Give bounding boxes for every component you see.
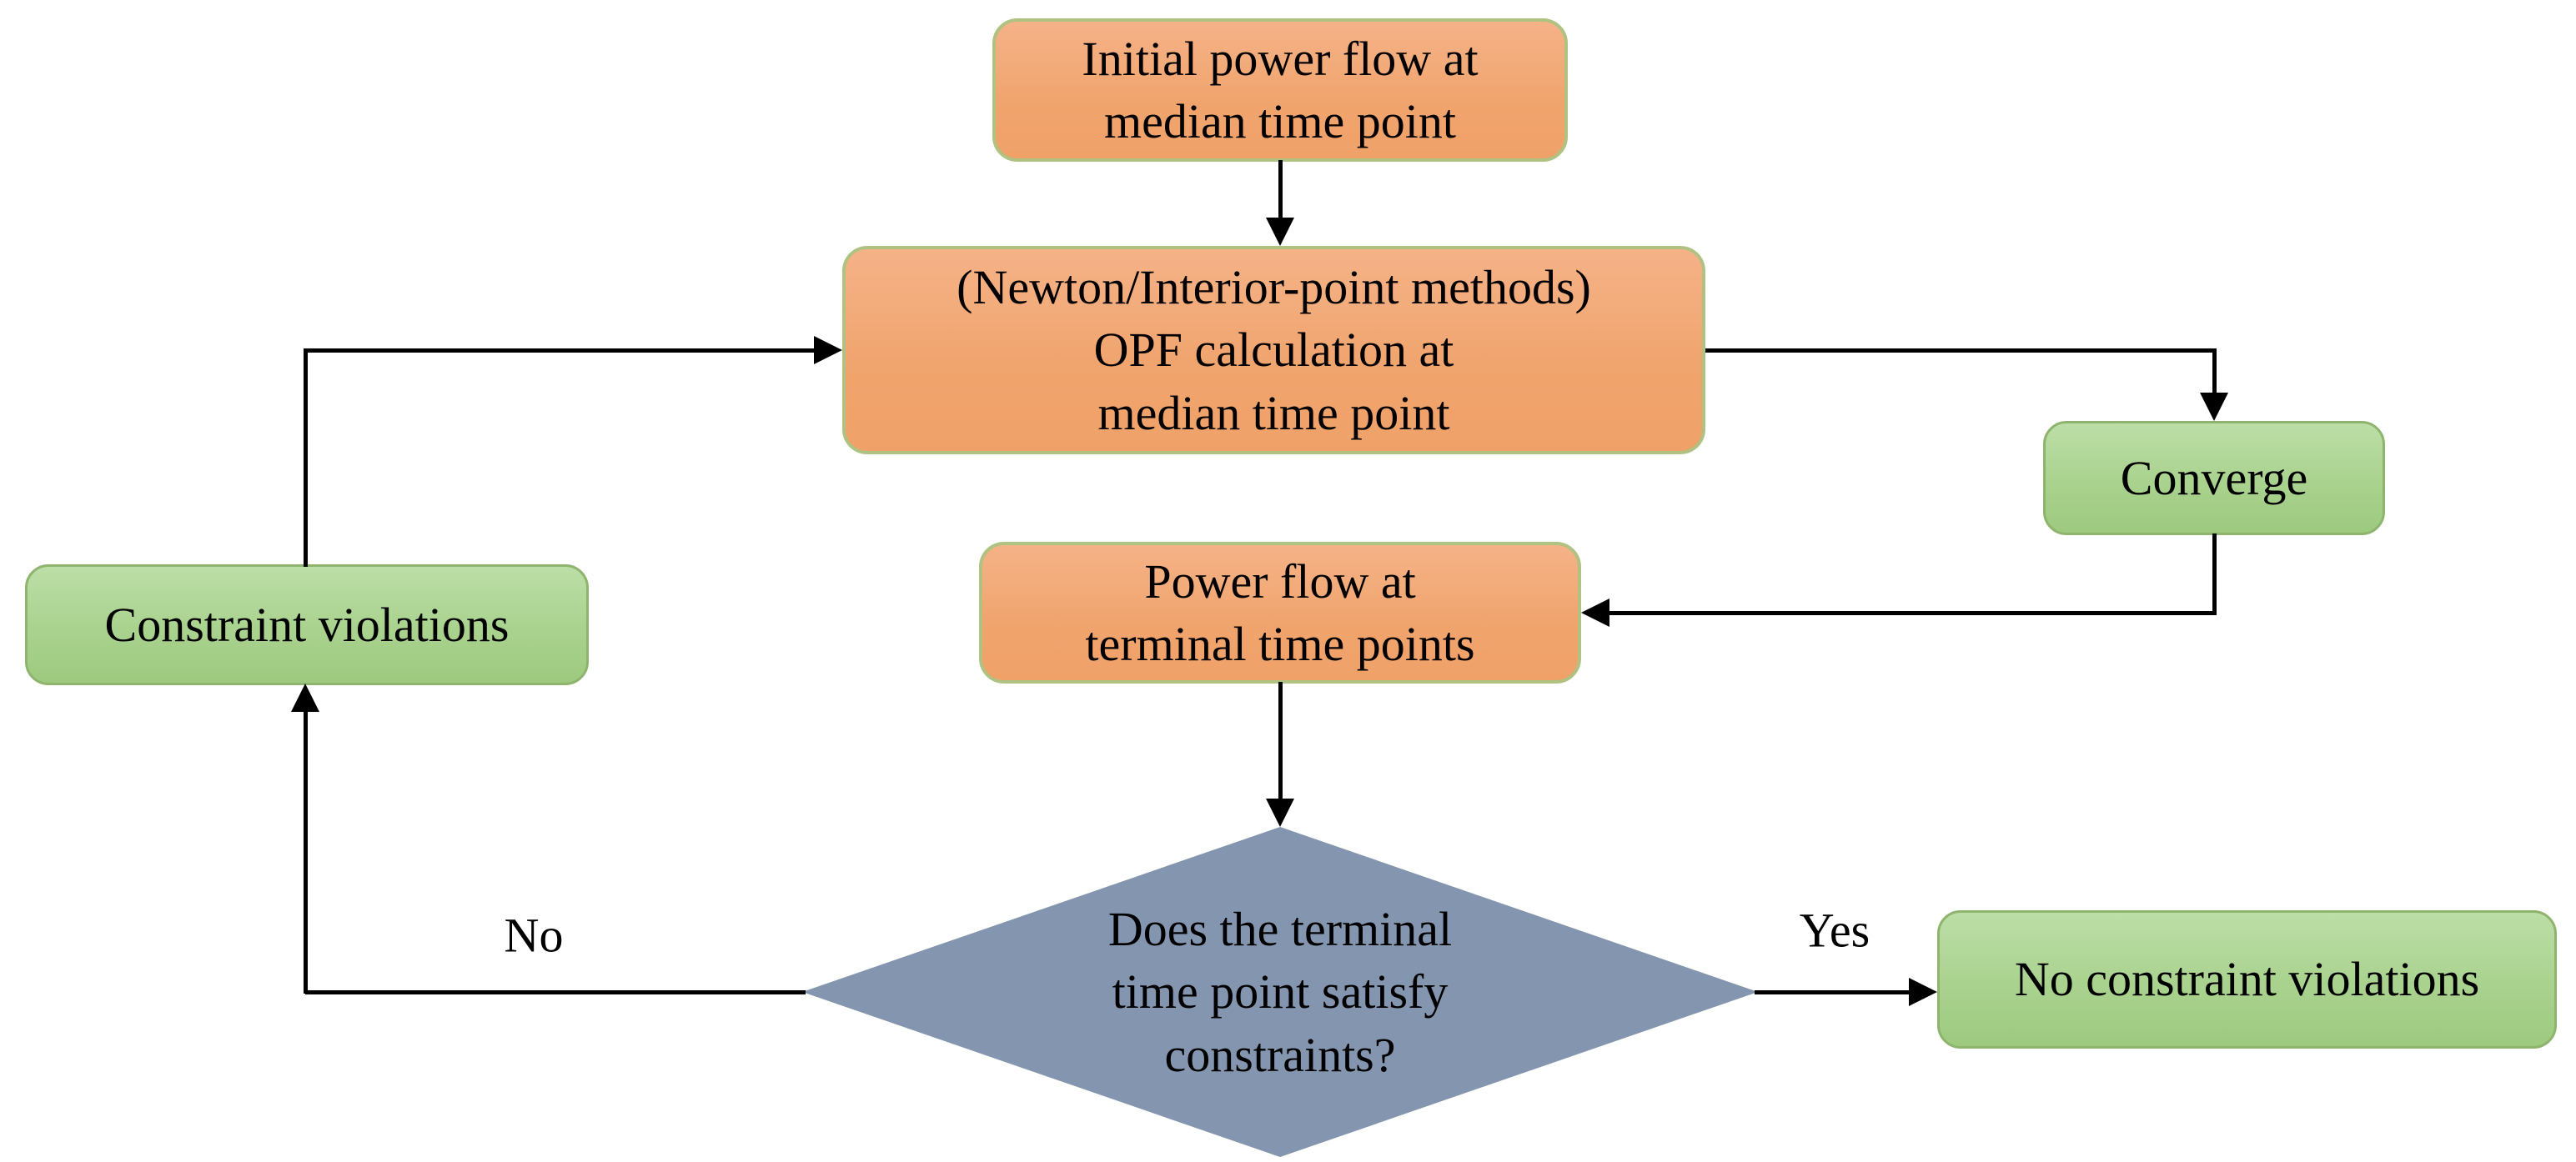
- connector-opf-to-converge-v: [2212, 348, 2217, 394]
- connector-opf-to-converge-h: [1705, 348, 2216, 353]
- edge-label-yes: Yes: [1799, 903, 1870, 958]
- arrow-up-icon: [291, 684, 319, 712]
- connector-initial-to-opf: [1278, 160, 1283, 220]
- node-power-flow-terminal: Power flow at terminal time points: [979, 542, 1581, 684]
- connector-decision-to-ncv: [1755, 990, 1911, 994]
- node-converge: Converge: [2043, 421, 2385, 535]
- arrow-down-icon: [1266, 218, 1294, 246]
- node-opf-calculation-label: (Newton/Interior-point methods) OPF calc…: [957, 259, 1591, 440]
- node-initial-power-flow: Initial power flow at median time point: [992, 18, 1568, 162]
- arrow-down-icon: [2200, 393, 2228, 421]
- node-converge-label: Converge: [2120, 450, 2308, 505]
- connector-decision-to-cv-h: [305, 990, 806, 994]
- arrow-right-icon: [1909, 978, 1937, 1006]
- connector-converge-to-power-v: [2212, 533, 2217, 613]
- node-power-flow-terminal-label: Power flow at terminal time points: [1085, 553, 1475, 671]
- edge-label-no: No: [504, 908, 564, 963]
- connector-converge-to-power-h: [1608, 611, 2217, 615]
- node-constraint-violations: Constraint violations: [25, 564, 589, 685]
- node-decision-satisfy-constraints: Does the terminal time point satisfy con…: [802, 827, 1758, 1157]
- node-initial-power-flow-label: Initial power flow at median time point: [1082, 31, 1479, 148]
- connector-power-to-decision: [1278, 682, 1283, 800]
- connector-decision-to-cv-v: [304, 710, 308, 994]
- node-decision-satisfy-constraints-label: Does the terminal time point satisfy con…: [1107, 901, 1453, 1082]
- node-no-constraint-violations-label: No constraint violations: [2014, 952, 2480, 1007]
- arrow-right-icon: [814, 336, 842, 364]
- node-constraint-violations-label: Constraint violations: [104, 597, 510, 652]
- node-opf-calculation: (Newton/Interior-point methods) OPF calc…: [842, 246, 1705, 454]
- node-no-constraint-violations: No constraint violations: [1937, 910, 2557, 1049]
- connector-cv-to-opf-h: [304, 348, 816, 353]
- connector-cv-to-opf-v: [304, 348, 308, 567]
- arrow-left-icon: [1581, 599, 1609, 627]
- arrow-down-icon: [1266, 799, 1294, 827]
